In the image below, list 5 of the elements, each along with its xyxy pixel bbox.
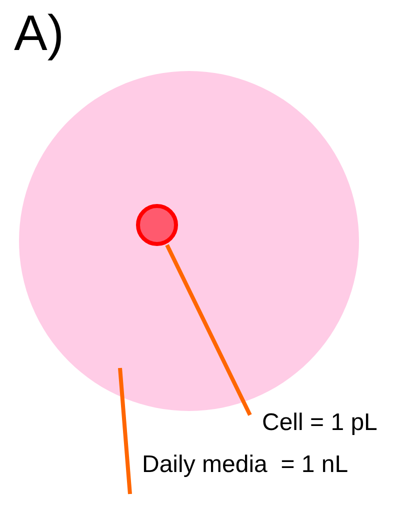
media-volume-label: Daily media = 1 nL bbox=[142, 452, 348, 478]
leader-line bbox=[118, 368, 132, 494]
cell-volume-label: Cell = 1 pL bbox=[262, 410, 378, 436]
cell-circle bbox=[136, 204, 178, 246]
panel-label: A) bbox=[14, 6, 64, 61]
